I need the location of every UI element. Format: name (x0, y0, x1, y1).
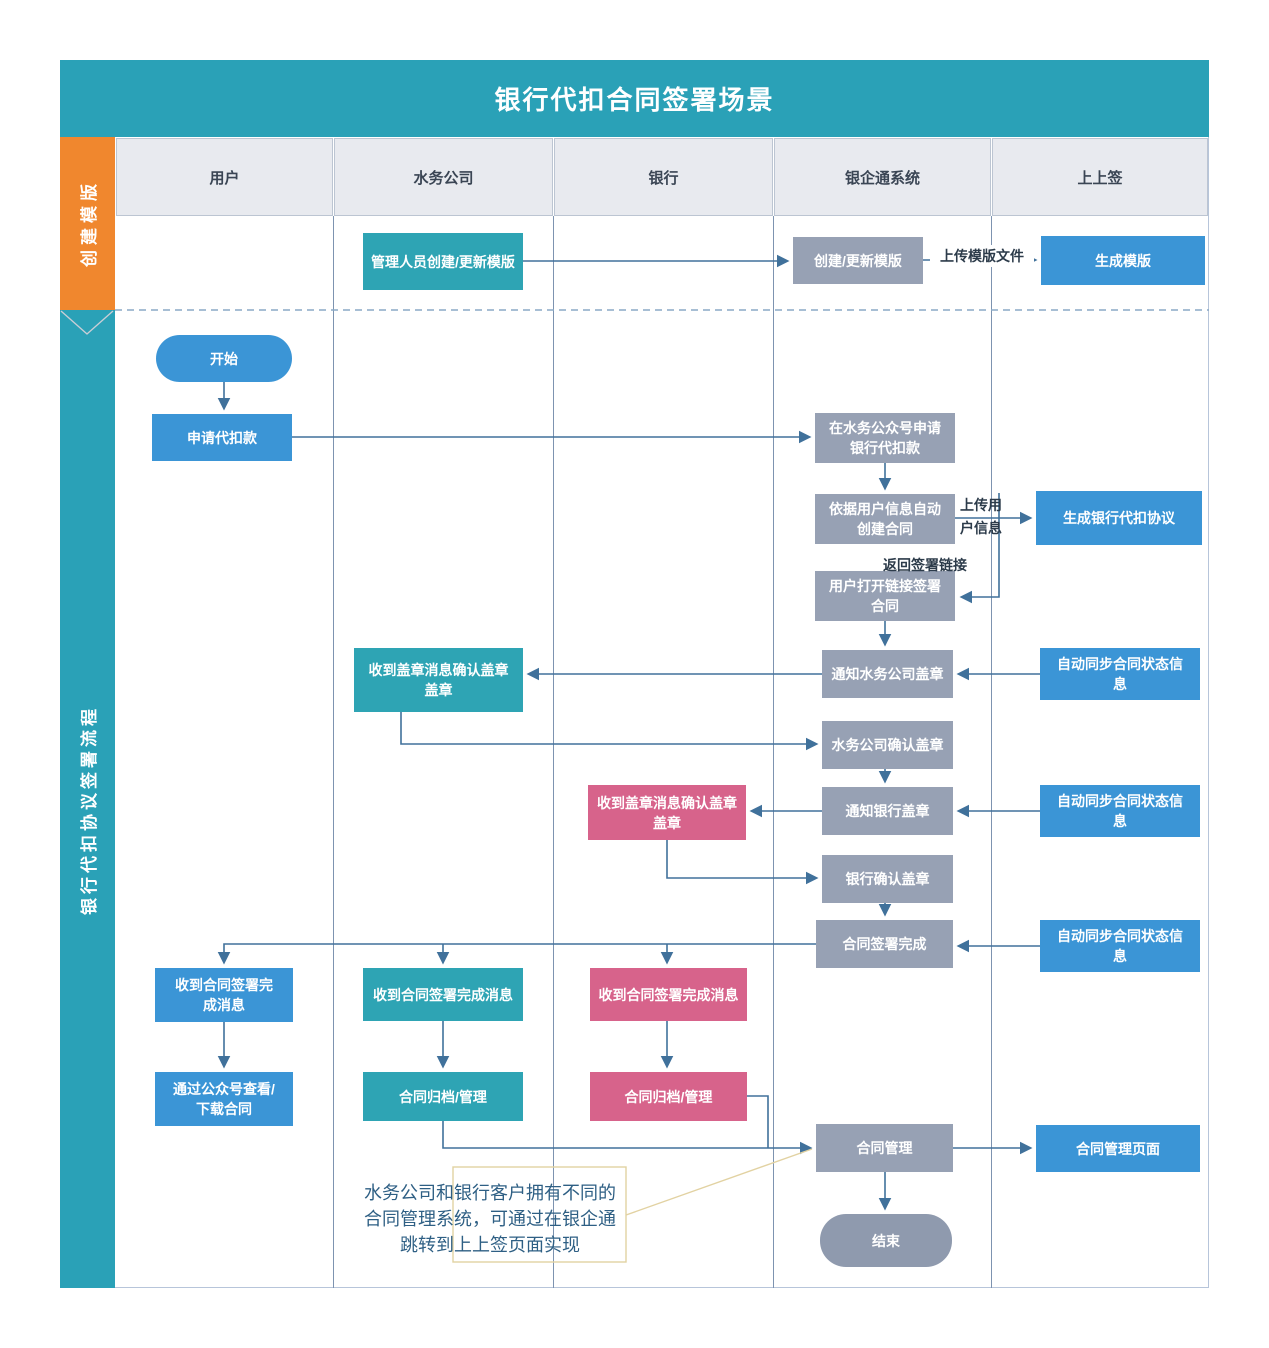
edge-label-upload-template: 上传模版文件 (930, 245, 1034, 267)
phase-band-create-template (60, 137, 115, 310)
node-contract-management-page: 合同管理页面 (1036, 1125, 1200, 1172)
edge-label-return-sign-link: 返回签署链接 (883, 557, 967, 573)
phase-band-sign-flow (60, 310, 115, 1288)
node-contract-management: 合同管理 (816, 1124, 953, 1172)
node-water-archive: 合同归档/管理 (363, 1072, 523, 1121)
lane-header-bank-enterprise-system: 银企通系统 (774, 138, 991, 216)
lane-divider (991, 216, 992, 1288)
node-end: 结束 (820, 1214, 952, 1267)
node-admin-create-template: 管理人员创建/更新模版 (363, 233, 523, 290)
node-create-update-template: 创建/更新模版 (793, 237, 923, 284)
lane-header-bank: 银行 (554, 138, 773, 216)
node-sync-status-3: 自动同步合同状态信息 (1040, 920, 1200, 972)
node-bank-confirm-seal: 银行确认盖章 (822, 855, 953, 903)
lane-divider (773, 216, 774, 1288)
node-user-view-download: 通过公众号查看/下载合同 (155, 1072, 293, 1126)
node-apply-withholding: 申请代扣款 (152, 414, 292, 461)
node-open-link-sign: 用户打开链接签署合同 (815, 571, 955, 621)
node-notify-water-seal: 通知水务公司盖章 (822, 650, 953, 698)
node-start: 开始 (156, 335, 292, 382)
node-bank-archive: 合同归档/管理 (590, 1072, 747, 1121)
node-water-seal-message: 收到盖章消息确认盖章盖章 (354, 648, 523, 712)
node-sync-status-2: 自动同步合同状态信息 (1040, 785, 1200, 837)
lane-header-water-company: 水务公司 (334, 138, 553, 216)
node-user-done-message: 收到合同签署完成消息 (155, 968, 293, 1022)
node-auto-create-contract: 依据用户信息自动创建合同 (815, 494, 955, 544)
node-sync-status-1: 自动同步合同状态信息 (1040, 648, 1200, 700)
node-bank-seal-message: 收到盖章消息确认盖章盖章 (588, 785, 746, 840)
annotation-note: 水务公司和银行客户拥有不同的合同管理系统，可通过在银企通跳转到上上签页面实现 (364, 1183, 616, 1255)
node-generate-agreement: 生成银行代扣协议 (1036, 491, 1202, 545)
lane-header-bestsign: 上上签 (992, 138, 1208, 216)
edge-label-upload-user-info: 上传用户信息 (960, 497, 1002, 536)
diagram-title: 银行代扣合同签署场景 (60, 60, 1209, 137)
node-generate-template: 生成模版 (1041, 236, 1205, 285)
node-apply-via-public-account: 在水务公众号申请银行代扣款 (815, 413, 955, 463)
lane-header-user: 用户 (116, 138, 333, 216)
node-water-confirm-seal: 水务公司确认盖章 (822, 721, 953, 769)
node-bank-done-message: 收到合同签署完成消息 (590, 968, 747, 1021)
lane-divider (333, 216, 334, 1288)
node-water-done-message: 收到合同签署完成消息 (363, 968, 523, 1021)
phase-label-create-template: 创建模版 (79, 179, 99, 267)
node-sign-complete: 合同签署完成 (816, 920, 953, 968)
lane-divider (553, 216, 554, 1288)
node-notify-bank-seal: 通知银行盖章 (822, 787, 953, 835)
phase-label-sign-flow: 银行代扣协议签署流程 (79, 705, 99, 915)
